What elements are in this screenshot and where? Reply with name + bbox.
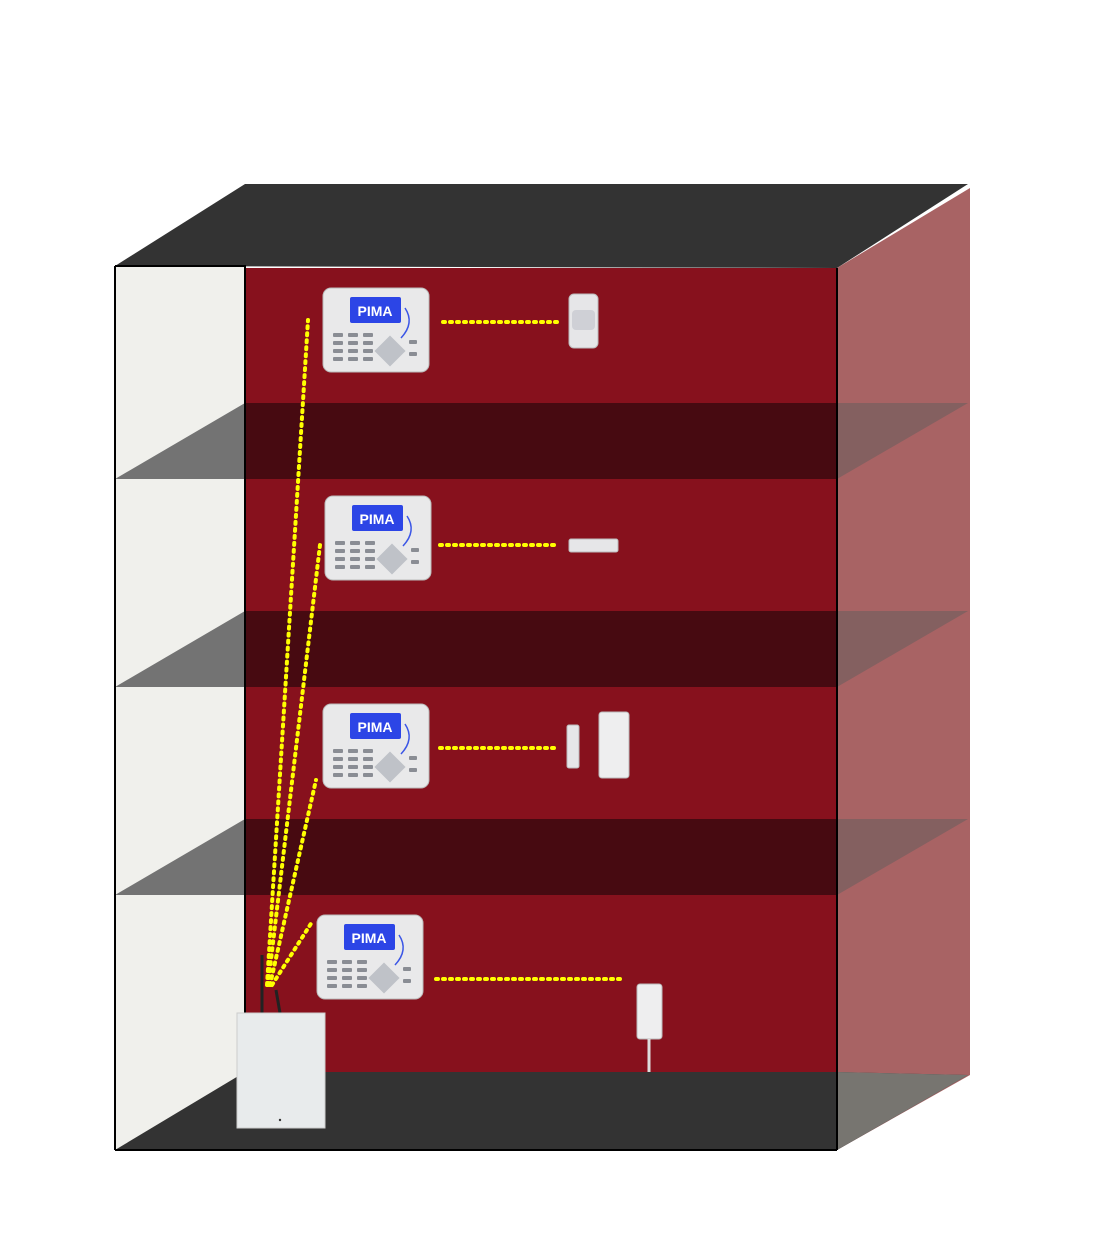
door-contact-icon: [568, 538, 619, 553]
keypad-floor-2: PIMA: [322, 703, 430, 789]
wired-sensor-icon: [636, 983, 663, 1072]
motion-detector-icon: [568, 293, 599, 349]
outline: [114, 265, 838, 1151]
magnetic-contact-icon: [566, 711, 630, 779]
control-panel: [236, 955, 326, 1129]
keypad-floor-1: PIMA: [316, 914, 424, 1000]
keypad-floor-4: PIMA: [322, 287, 430, 373]
keypad-logo: PIMA: [360, 511, 395, 527]
keypad-logo: PIMA: [358, 303, 393, 319]
floor-right: [837, 1072, 968, 1150]
wireless-links: [265, 318, 626, 987]
slabs: [115, 403, 968, 895]
keypad-logo: PIMA: [352, 930, 387, 946]
keypad-floor-3: PIMA: [324, 495, 432, 581]
roof: [115, 184, 968, 268]
keypad-logo: PIMA: [358, 719, 393, 735]
floor: [115, 1072, 968, 1150]
left-wall: [115, 266, 245, 1150]
